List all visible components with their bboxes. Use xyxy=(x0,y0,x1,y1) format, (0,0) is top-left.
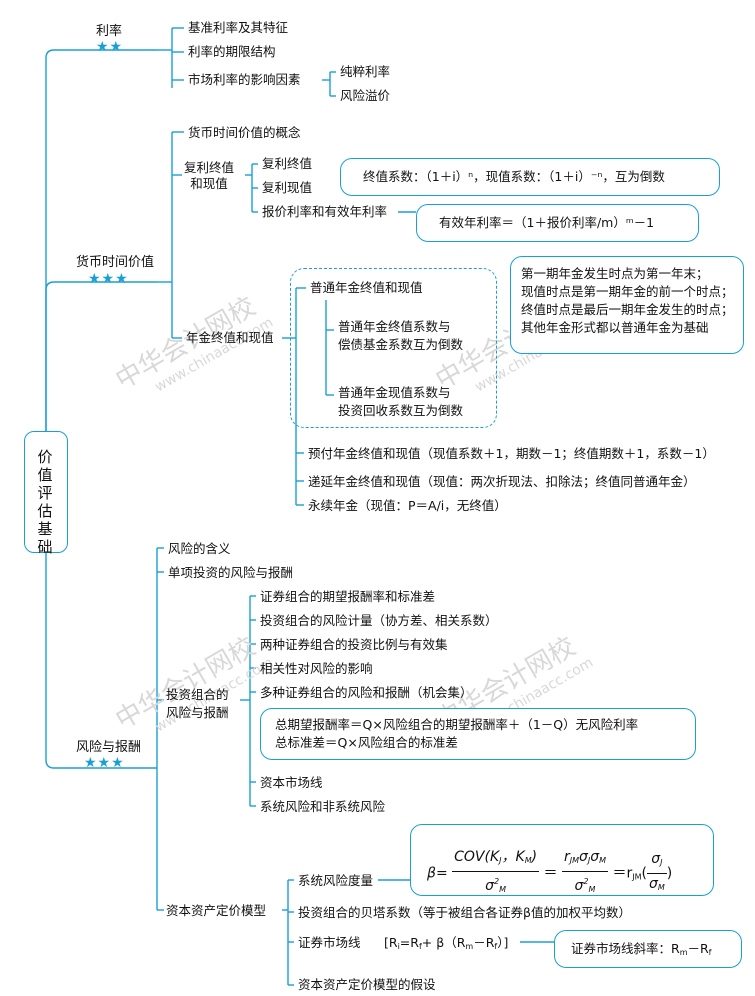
root-node: 价值评估基础 xyxy=(24,431,68,556)
interest-factor: 风险溢价 xyxy=(340,88,391,103)
ordinary-note-line: 其他年金形式都以普通年金为基础 xyxy=(521,320,709,335)
interest-stars: ★★ xyxy=(96,39,124,55)
compound-item: 复利现值 xyxy=(262,180,313,195)
capm-item: 投资组合的贝塔系数（等于被组合各证券β值的加权平均数） xyxy=(298,905,631,920)
ordinary-note-box: 第一期年金发生时点为第一年末； 现值时点是第一期年金的前一个时点； 终值时点是最… xyxy=(510,256,744,354)
ordinary-annuity: 普通年金终值和现值 xyxy=(310,280,423,295)
interest-item: 市场利率的影响因素 xyxy=(188,72,301,87)
tvm-title: 货币时间价值 xyxy=(76,255,155,270)
effective-note: 有效年利率＝（1＋报价利率/m）ᵐ－1 xyxy=(439,215,655,230)
deferred-annuity: 递延年金终值和现值（现值：两次折现法、扣除法；终值同普通年金） xyxy=(308,474,696,489)
capm-item: 证券市场线 xyxy=(298,935,361,950)
portfolio-item: 系统风险和非系统风险 xyxy=(260,799,386,814)
root-label: 价值评估基础 xyxy=(37,448,53,556)
tvm-stars: ★★★ xyxy=(88,271,129,287)
risk-item: 单项投资的风险与报酬 xyxy=(168,565,294,580)
risk-portfolio: 投资组合的 风险与报酬 xyxy=(166,687,229,720)
ordinary-note-line: 现值时点是第一期年金的前一个时点； xyxy=(521,284,734,299)
sml-formula: [Ri=Rf+ β（Rm－Rf）] xyxy=(384,935,509,951)
ordinary-item: 普通年金终值系数与 偿债基金系数互为倒数 xyxy=(338,319,464,352)
interest-factor: 纯粹利率 xyxy=(340,64,391,79)
interest-title: 利率 xyxy=(96,24,123,39)
capm-title: 资本资产定价模型 xyxy=(166,903,267,918)
factor-note: 终值系数：（1＋i）ⁿ，现值系数：（1＋i）⁻ⁿ，互为倒数 xyxy=(363,169,665,184)
ordinary-item: 普通年金现值系数与 投资回收系数互为倒数 xyxy=(338,385,464,418)
interest-item: 基准利率及其特征 xyxy=(188,20,289,35)
sml-note-tail: －R xyxy=(687,941,709,956)
portfolio-item: 两种证券组合的投资比例与有效集 xyxy=(260,637,448,652)
beta-symbol: β xyxy=(427,865,436,882)
risk-title: 风险与报酬 xyxy=(76,740,142,755)
factor-note-box: 终值系数：（1＋i）ⁿ，现值系数：（1＋i）⁻ⁿ，互为倒数 xyxy=(340,158,720,196)
prepaid-annuity: 预付年金终值和现值（现值系数＋1，期数－1；终值期数＋1，系数－1） xyxy=(308,446,715,461)
portfolio-item: 证券组合的期望报酬率和标准差 xyxy=(260,589,436,604)
compound-item: 复利终值 xyxy=(262,156,313,171)
portfolio-note-line: 总标准差＝Q×风险组合的标准差 xyxy=(275,735,458,750)
sml-note: 证券市场线斜率：R xyxy=(571,941,680,956)
portfolio-item: 多种证券组合的风险和报酬（机会集） xyxy=(260,685,473,700)
sml-formula-text: [R xyxy=(384,935,398,950)
ordinary-note-line: 终值时点是最后一期年金发生的时点； xyxy=(521,302,734,317)
formula-eq: = xyxy=(435,865,448,882)
ordinary-annuity-group xyxy=(290,268,497,428)
beta-frac-1: COV(KJ，KM)σ2M xyxy=(452,849,540,894)
portfolio-item: 相关性对风险的影响 xyxy=(260,661,373,676)
capm-item: 系统风险度量 xyxy=(298,873,374,888)
tvm-annuity: 年金终值和现值 xyxy=(186,330,274,345)
portfolio-note-line: 总期望报酬率＝Q×风险组合的期望报酬率＋（1－Q）无风险利率 xyxy=(275,717,639,732)
portfolio-item: 投资组合的风险计量（协方差、相关系数） xyxy=(260,613,498,628)
tvm-concept: 货币时间价值的概念 xyxy=(188,125,301,140)
sml-note-box: 证券市场线斜率：Rm－Rf xyxy=(554,930,742,968)
risk-item: 风险的含义 xyxy=(168,541,231,556)
effective-note-box: 有效年利率＝（1＋报价利率/m）ᵐ－1 xyxy=(416,204,699,242)
portfolio-note-box: 总期望报酬率＝Q×风险组合的期望报酬率＋（1－Q）无风险利率 总标准差＝Q×风险… xyxy=(260,708,696,760)
ordinary-note-line: 第一期年金发生时点为第一年末； xyxy=(521,266,709,281)
compound-item: 报价利率和有效年利率 xyxy=(262,204,388,219)
risk-stars: ★★★ xyxy=(84,755,125,771)
tvm-compound: 复利终值 和现值 xyxy=(184,160,235,191)
portfolio-item: 资本市场线 xyxy=(260,775,323,790)
perpetuity: 永续年金（现值：P＝A/i，无终值） xyxy=(308,498,507,513)
capm-item: 资本资产定价模型的假设 xyxy=(298,977,436,992)
interest-item: 利率的期限结构 xyxy=(188,44,276,59)
